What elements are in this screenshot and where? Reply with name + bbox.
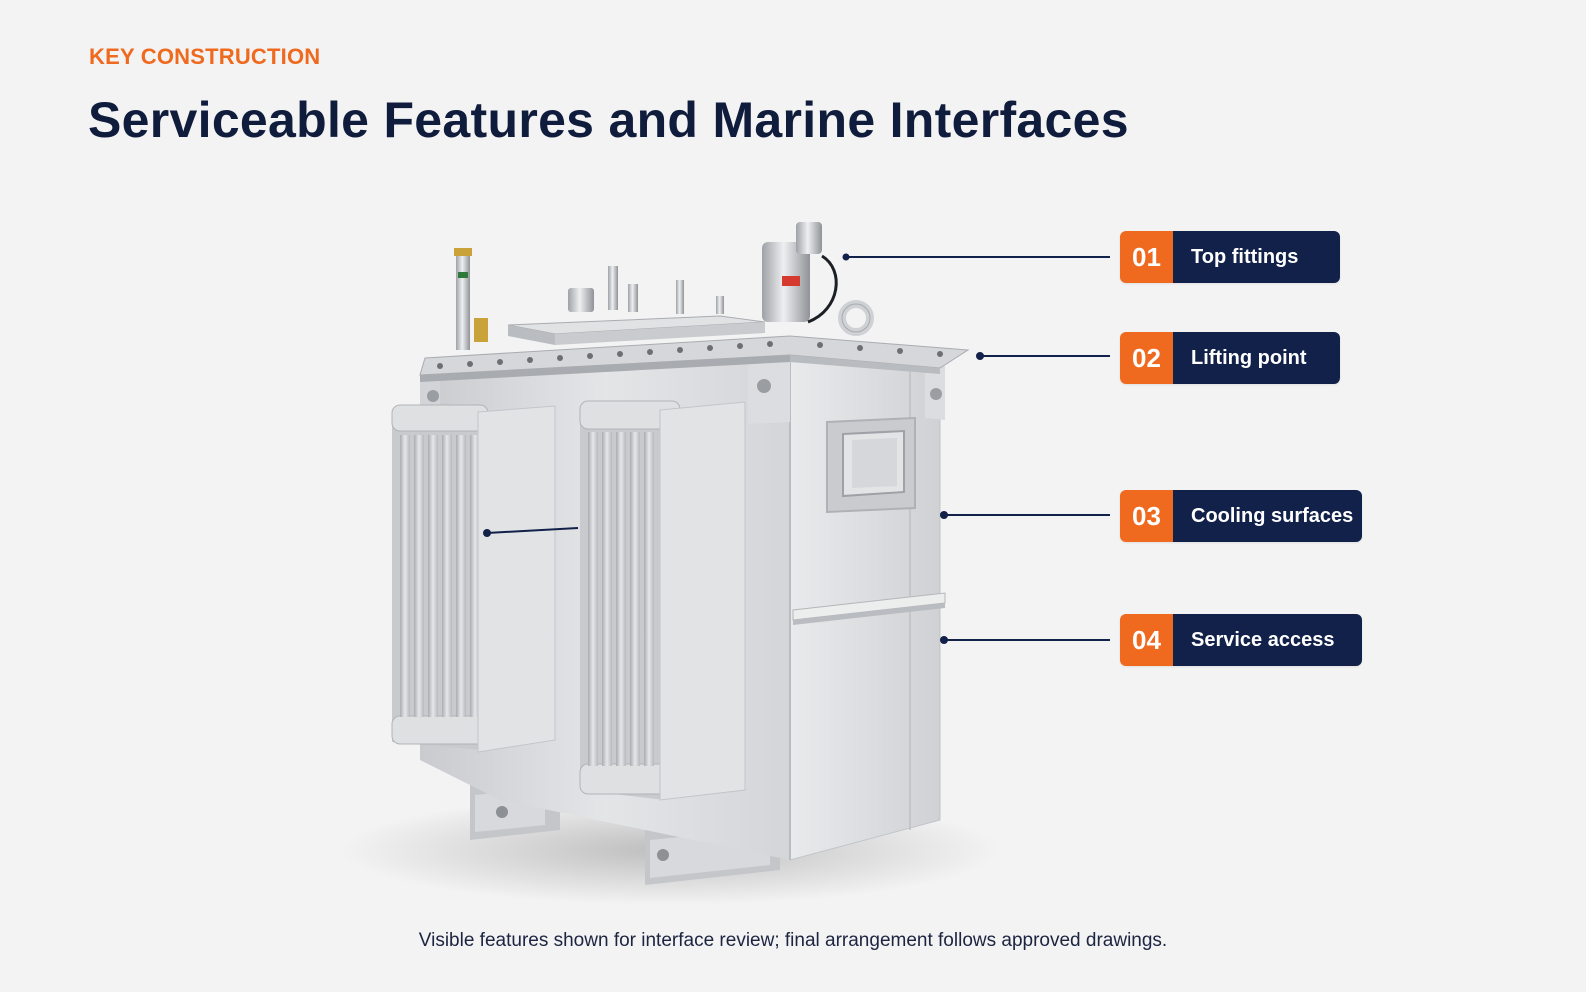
section-eyebrow: KEY CONSTRUCTION [89,44,321,69]
callout-label: Cooling surfaces [1173,490,1362,542]
radiator-bank-left [391,404,556,753]
leader-lines [483,253,1110,644]
tank-cover [419,315,970,382]
lifting-lug [838,300,874,336]
callout-label: Top fittings [1173,231,1340,283]
callout-number: 01 [1120,231,1173,283]
page-title: Serviceable Features and Marine Interfac… [88,92,1129,148]
callout-top-fittings: 01 Top fittings [1120,231,1340,283]
callout-service-access: 04 Service access [1120,614,1362,666]
callout-number: 02 [1120,332,1173,384]
callout-number: 03 [1120,490,1173,542]
callout-label: Service access [1173,614,1362,666]
top-fittings [454,222,874,350]
callout-number: 04 [1120,614,1173,666]
footnote: Visible features shown for interface rev… [418,930,1168,951]
callout-cooling-surfaces: 03 Cooling surfaces [1120,490,1362,542]
leader-line-03b [486,527,579,534]
inspection-window [826,416,916,514]
radiator-bank-right [579,400,746,801]
callout-label: Lifting point [1173,332,1340,384]
callout-lifting-point: 02 Lifting point [1120,332,1340,384]
service-handle [792,592,946,625]
